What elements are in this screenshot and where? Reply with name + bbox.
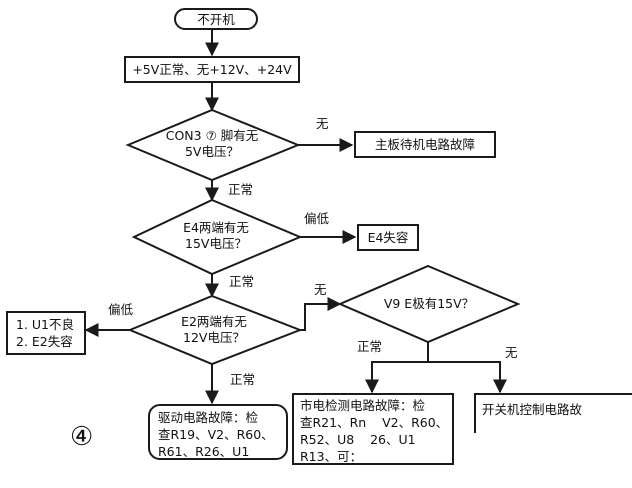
edge-label-d1-no: 无 xyxy=(316,116,329,131)
result-drive-line1: 驱动电路故障：检 xyxy=(158,410,259,425)
edge-label-d2-low: 偏低 xyxy=(304,211,330,226)
result-drive-circuit: 驱动电路故障：检 查R19、V2、R60、 R61、R26、U1 xyxy=(148,404,288,460)
decision-e2-line1: E2两端有无 xyxy=(181,314,247,329)
result-mains-line3: R52、U8 26、U1 xyxy=(300,432,416,447)
edge-label-d1-normal: 正常 xyxy=(228,182,254,197)
result-mains-line4: R13、可： xyxy=(300,449,363,464)
result-e4-capacitance: E4失容 xyxy=(357,224,419,251)
result-mains-line2: 查R21、Rn V2、R60、 xyxy=(300,415,449,430)
edge-d4-to-r5 xyxy=(365,361,428,394)
start-node: 不开机 xyxy=(174,8,258,30)
check-5v-label: +5V正常、无+12V、+24V xyxy=(132,62,292,77)
result-power-switch: 开关机控制电路故 xyxy=(474,393,632,433)
decision-e2-text: E2两端有无 12V电压？ xyxy=(150,314,278,346)
check-5v-node: +5V正常、无+12V、+24V xyxy=(124,56,300,83)
result-mains-detect: 市电检测电路故障：检 查R21、Rn V2、R60、 R52、U8 26、U1 … xyxy=(292,393,454,465)
decision-e4-line2: 15V电压？ xyxy=(185,236,247,251)
result-standby-fault-label: 主板待机电路故障 xyxy=(374,137,475,152)
start-node-label: 不开机 xyxy=(197,11,235,27)
decision-e2-line2: 12V电压？ xyxy=(183,330,245,345)
result-drive-line3: R61、R26、U1 xyxy=(158,444,250,459)
edge-label-d3-no: 无 xyxy=(314,282,327,297)
result-mains-line1: 市电检测电路故障：检 xyxy=(300,398,426,413)
edge-label-d2-normal: 正常 xyxy=(229,274,255,289)
result-e2-line: 2. E2失容 xyxy=(16,334,73,349)
decision-con3-line1: CON3 ⑦ 脚有无 xyxy=(165,128,259,143)
edge-label-d3-normal: 正常 xyxy=(230,372,256,387)
result-standby-fault: 主板待机电路故障 xyxy=(354,131,496,158)
result-power-switch-label: 开关机控制电路故 xyxy=(482,402,583,417)
decision-e4-line1: E4两端有无 xyxy=(183,220,249,235)
decision-con3-line2: 5V电压？ xyxy=(184,144,239,159)
decision-v9-text: V9 E极有15V？ xyxy=(362,296,496,312)
edge-label-d3-low: 偏低 xyxy=(108,302,134,317)
edge-d4-to-r6 xyxy=(428,361,507,394)
edge-d3-to-d4 xyxy=(300,297,342,331)
decision-e4-text: E4两端有无 15V电压？ xyxy=(152,220,280,252)
figure-number-mark: ④ xyxy=(70,422,94,452)
result-e4-label: E4失容 xyxy=(367,230,409,245)
result-u1-e2: 1. U1不良 2. E2失容 xyxy=(6,311,86,355)
result-drive-line2: 查R19、V2、R60、 xyxy=(158,427,274,442)
edge-label-d4-normal: 正常 xyxy=(357,339,383,354)
edge-label-d4-no: 无 xyxy=(505,345,518,360)
decision-con3-text: CON3 ⑦ 脚有无 5V电压？ xyxy=(146,128,278,160)
decision-v9-label: V9 E极有15V？ xyxy=(383,296,475,311)
result-u1-line: 1. U1不良 xyxy=(16,317,75,332)
